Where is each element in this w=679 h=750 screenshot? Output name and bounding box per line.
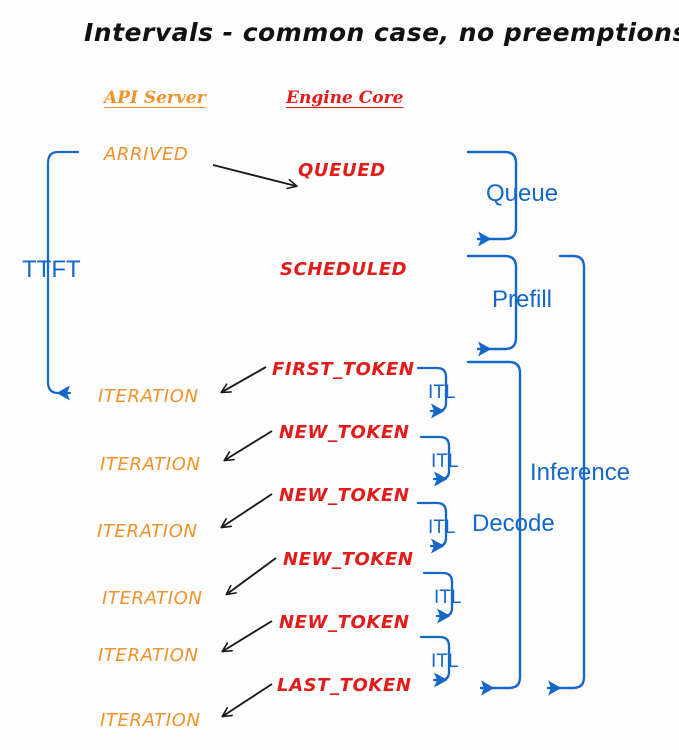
transition-arrow-arrived-to-queued: [212, 164, 298, 190]
state-new-token: NEW_TOKEN: [279, 485, 410, 506]
transition-arrow-first-token-to-iteration: [220, 366, 267, 394]
prefill-bracket: [466, 254, 518, 357]
interval-label-itl: ITL: [431, 651, 459, 672]
interval-label-itl: ITL: [428, 517, 456, 538]
state-iteration: ITERATION: [102, 588, 203, 609]
interval-label-decode: Decode: [472, 510, 555, 537]
itl-bracket: [422, 571, 454, 624]
state-iteration: ITERATION: [97, 521, 198, 542]
state-iteration: ITERATION: [100, 454, 201, 475]
state-queued: QUEUED: [298, 160, 386, 181]
transition-arrow-new-token-to-iteration: [220, 493, 273, 529]
itl-bracket: [419, 435, 451, 487]
ttft-bracket: [46, 150, 80, 401]
interval-label-inference: Inference: [530, 459, 631, 486]
state-last-token: LAST_TOKEN: [277, 675, 412, 696]
state-arrived: ARRIVED: [104, 144, 189, 165]
transition-arrow-last-token-to-iteration: [221, 683, 273, 718]
transition-arrow-new-token-to-iteration: [221, 620, 273, 653]
interval-label-itl: ITL: [431, 451, 459, 472]
transition-arrow-new-token-to-iteration: [223, 430, 273, 462]
interval-label-itl: ITL: [428, 382, 456, 403]
itl-bracket: [416, 366, 448, 419]
state-new-token: NEW_TOKEN: [279, 422, 410, 443]
state-iteration: ITERATION: [100, 710, 201, 731]
state-iteration: ITERATION: [98, 386, 199, 407]
interval-label-itl: ITL: [434, 587, 462, 608]
interval-label-queue: Queue: [486, 180, 559, 207]
state-new-token: NEW_TOKEN: [283, 549, 414, 570]
interval-label-ttft: TTFT: [22, 256, 81, 283]
itl-bracket: [419, 635, 451, 688]
state-scheduled: SCHEDULED: [280, 259, 408, 280]
transition-arrow-new-token-to-iteration: [225, 557, 277, 596]
diagram-title: Intervals - common case, no preemptions: [84, 18, 679, 47]
state-new-token: NEW_TOKEN: [279, 612, 410, 633]
queue-bracket: [466, 150, 518, 247]
interval-label-prefill: Prefill: [492, 286, 553, 313]
column-header-engine-core: Engine Core: [286, 88, 404, 108]
inference-bracket: [546, 254, 586, 696]
itl-bracket: [416, 501, 448, 554]
column-header-api-server: API Server: [104, 88, 206, 108]
state-iteration: ITERATION: [98, 645, 199, 666]
decode-bracket: [466, 360, 522, 696]
state-first-token: FIRST_TOKEN: [272, 359, 415, 380]
